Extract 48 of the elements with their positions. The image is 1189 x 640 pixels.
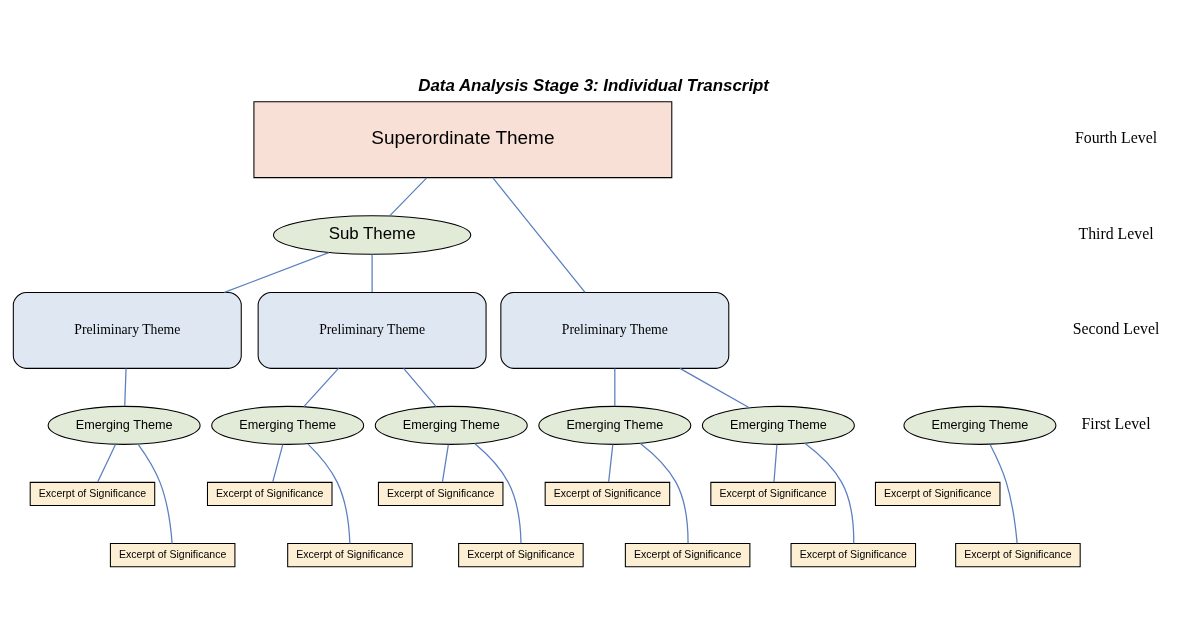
node-box: Excerpt of Significance [544,481,671,506]
connector [773,443,778,483]
node-box: Preliminary Theme [12,291,242,369]
node-ellipse: Emerging Theme [211,405,365,445]
node-ellipse: Emerging Theme [374,405,528,445]
connector [303,367,340,407]
diagram-title: Data Analysis Stage 3: Individual Transcript [418,75,770,95]
connector [137,442,173,544]
label: Second Level [1072,319,1160,337]
connector [989,443,1018,544]
label: Third Level [1078,224,1154,242]
connector [679,367,750,408]
node-box: Excerpt of Significance [874,481,1001,506]
connector [124,367,127,407]
node-box: Excerpt of Significance [790,542,917,567]
node-box: Excerpt of Significance [206,481,333,506]
node-box: Excerpt of Significance [624,542,751,567]
label: First Level [1081,414,1151,432]
node-box: Excerpt of Significance [955,542,1081,567]
node-ellipse: Sub Theme [272,214,472,255]
label: Fourth Level [1074,128,1158,146]
node-box: Preliminary Theme [500,291,730,369]
connector [272,443,284,483]
node-ellipse: Emerging Theme [701,405,855,445]
connector [441,443,449,483]
node-ellipse: Emerging Theme [903,405,1057,445]
node-ellipse: Emerging Theme [47,405,201,445]
node-box: Excerpt of Significance [29,481,156,506]
connector [614,367,616,407]
node-box: Superordinate Theme [253,100,673,178]
connector [804,442,855,544]
connector [492,176,586,293]
node-box: Excerpt of Significance [458,542,584,567]
node-box: Preliminary Theme [257,291,487,369]
node-ellipse: Emerging Theme [538,405,692,445]
connector [371,253,373,293]
connector [97,443,117,483]
connector [474,442,522,544]
node-box: Excerpt of Significance [109,542,236,567]
connector [608,443,614,483]
connector [307,443,351,544]
node-box: Excerpt of Significance [710,481,836,506]
node-box: Excerpt of Significance [287,542,413,567]
connector [389,176,428,216]
node-box: Excerpt of Significance [377,481,504,506]
connector [223,251,330,293]
connector [403,367,437,407]
connector [639,442,689,544]
